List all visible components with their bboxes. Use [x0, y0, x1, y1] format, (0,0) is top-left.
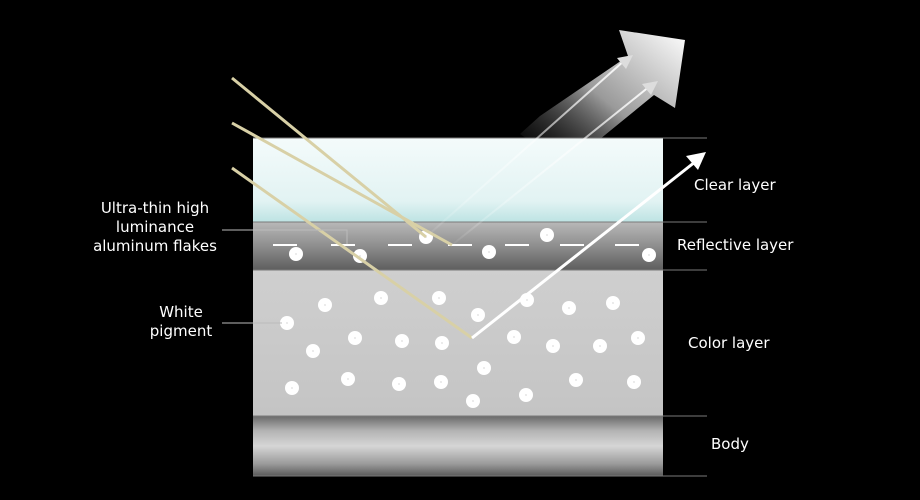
white-pigment-particles — [280, 291, 645, 408]
clear-layer-label: Clear layer — [694, 176, 776, 194]
flakes-label-line-2: luminance — [115, 218, 195, 236]
body-label: Body — [711, 435, 749, 453]
reflected-light-large-arrow — [520, 30, 685, 166]
aluminum-flakes-label: Ultra-thin high luminance aluminum flake… — [92, 199, 218, 256]
reflective-layer-label: Reflective layer — [677, 236, 794, 254]
flake-reflected-rays — [425, 55, 658, 246]
pigment-label-line-1: White — [159, 303, 203, 321]
white-pigment-label: White pigment — [140, 303, 222, 341]
left-leader-lines — [222, 229, 348, 324]
flakes-label-line-3: aluminum flakes — [93, 237, 217, 255]
incident-light-rays — [231, 76, 473, 340]
color-layer-label: Color layer — [688, 334, 770, 352]
pigment-reflected-ray — [471, 152, 706, 340]
body-layer — [253, 416, 663, 476]
flakes-label-line-1: Ultra-thin high — [100, 199, 210, 217]
pigment-label-line-2: pigment — [149, 322, 213, 340]
